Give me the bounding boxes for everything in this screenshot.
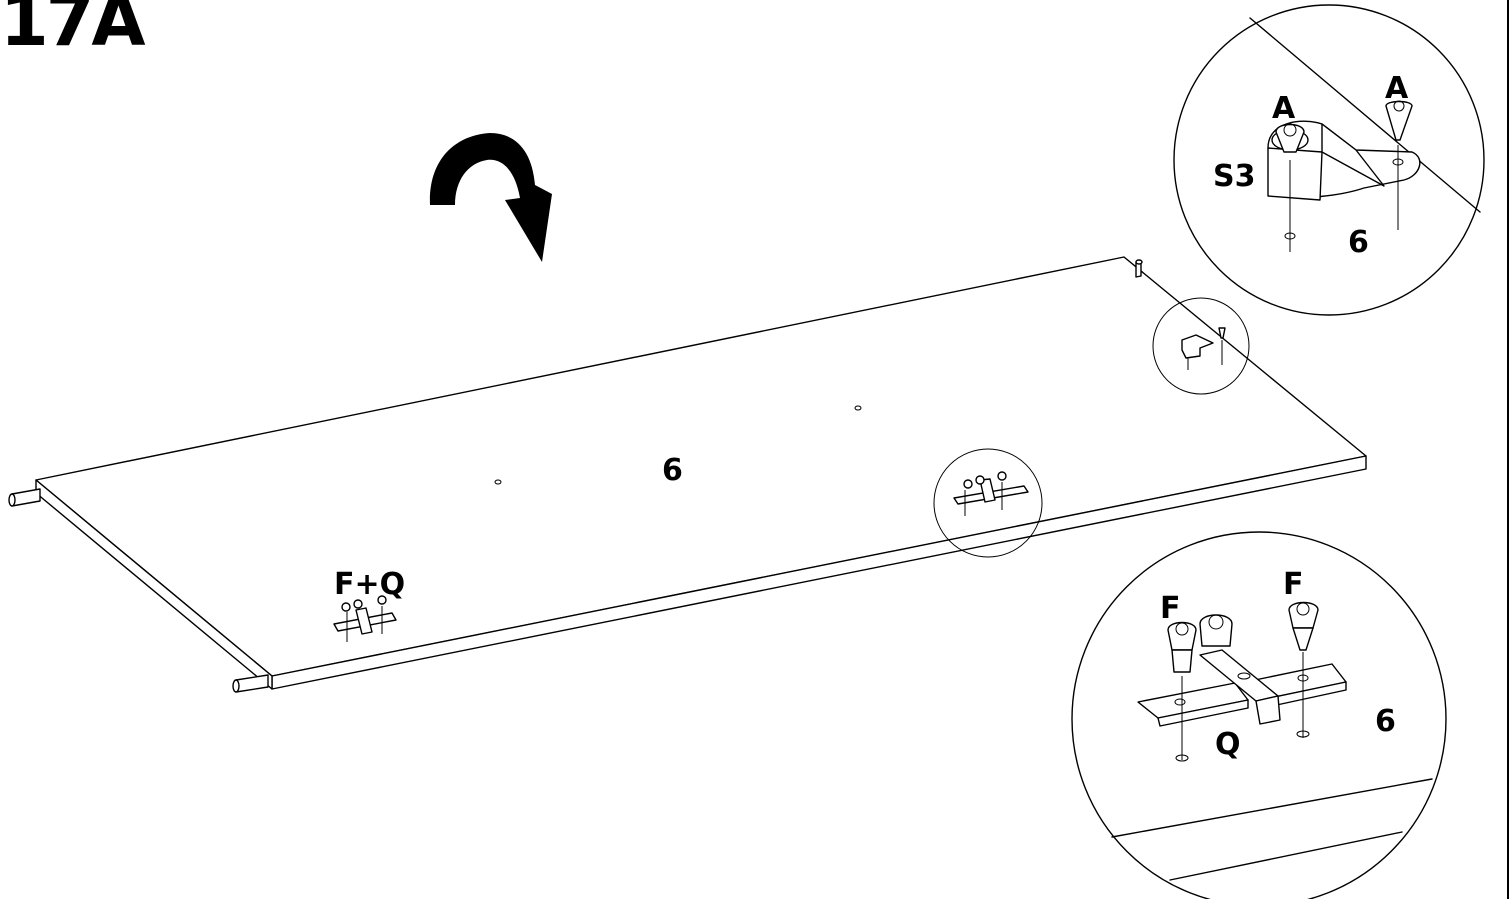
detail-marker-top <box>1152 297 1250 395</box>
detail-bottom <box>1071 531 1447 899</box>
dowel <box>1135 259 1143 278</box>
label-panel-6: 6 <box>662 453 683 488</box>
mini-bracket-fq <box>333 595 397 642</box>
page-border <box>1507 0 1509 899</box>
label-screw-a-right: A <box>1385 71 1409 106</box>
step-number: 17A <box>0 0 146 62</box>
panel-hole <box>854 405 862 411</box>
label-bottom-panel-6: 6 <box>1375 704 1396 739</box>
dowel <box>8 488 41 507</box>
detail-marker-bottom <box>933 448 1043 558</box>
detail-top <box>1173 4 1485 316</box>
label-f-plus-q: F+Q <box>334 567 405 602</box>
label-bracket-q: Q <box>1215 727 1241 762</box>
label-screw-f-right: F <box>1283 567 1304 602</box>
panel-6 <box>8 256 1367 693</box>
mini-bracket-s3 <box>1181 327 1226 370</box>
label-screw-f-left: F <box>1160 591 1181 626</box>
label-top-panel-6: 6 <box>1348 225 1369 260</box>
panel-hole <box>494 479 502 485</box>
label-screw-a-left: A <box>1272 91 1296 126</box>
dowel <box>232 674 269 693</box>
mini-bracket-q <box>953 471 1029 516</box>
label-bracket-s3: S3 <box>1213 159 1255 194</box>
rotate-arrow-icon <box>429 133 552 262</box>
